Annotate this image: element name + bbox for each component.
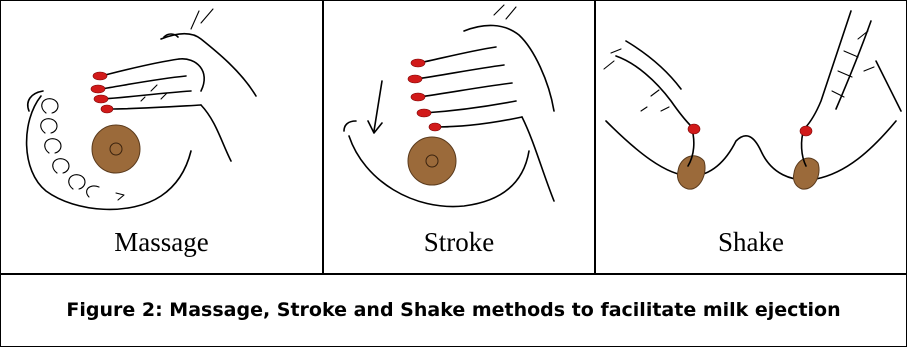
figure-caption: Figure 2: Massage, Stroke and Shake meth… [1,275,906,346]
massage-illustration [1,1,322,219]
figure-panels-row: Massage [1,1,906,275]
panel-label-massage: Massage [1,227,322,258]
panel-label-shake: Shake [596,227,906,258]
panel-label-stroke: Stroke [324,227,594,258]
panel-massage: Massage [1,1,324,273]
shake-illustration [596,1,906,219]
panel-stroke: Stroke [324,1,596,273]
panel-shake: Shake [596,1,906,273]
stroke-illustration [324,1,594,219]
